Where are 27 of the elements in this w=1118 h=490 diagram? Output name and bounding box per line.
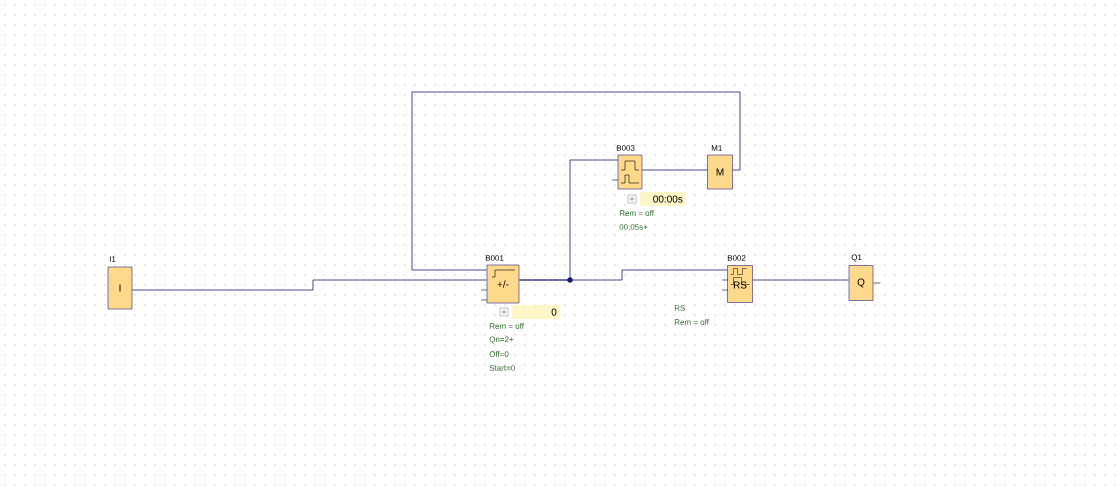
block-label: B002 [727, 255, 746, 261]
block-label: Q1 [851, 254, 862, 262]
parameter-text: Rem = off [674, 319, 709, 325]
function-block: Q [848, 265, 874, 301]
function-block: +/- [486, 264, 520, 304]
parameter-text: Qn=2+ [489, 336, 514, 344]
block-label: M1 [711, 145, 722, 151]
value-field: 0 [512, 305, 560, 319]
function-block [617, 154, 643, 190]
wire [518, 269, 728, 281]
value-field: 00:00s [640, 192, 686, 206]
wire [131, 279, 488, 291]
function-block: I [107, 266, 133, 310]
parameter-text: Off=0 [489, 351, 509, 357]
parameter-text: 00:05s+ [619, 224, 648, 230]
block-label: I1 [109, 256, 116, 262]
wire [411, 91, 741, 271]
block-label: B001 [485, 255, 504, 261]
parameter-text: Rem = off [619, 210, 654, 216]
parameter-text: Start=0 [489, 365, 515, 371]
wire [752, 279, 850, 281]
parameter-text: RS [674, 305, 685, 311]
function-block: RS [727, 265, 753, 303]
wire [641, 169, 708, 171]
function-block: M [707, 154, 733, 190]
block-label: B003 [616, 145, 635, 151]
parameter-text: Rem = off [489, 323, 524, 329]
